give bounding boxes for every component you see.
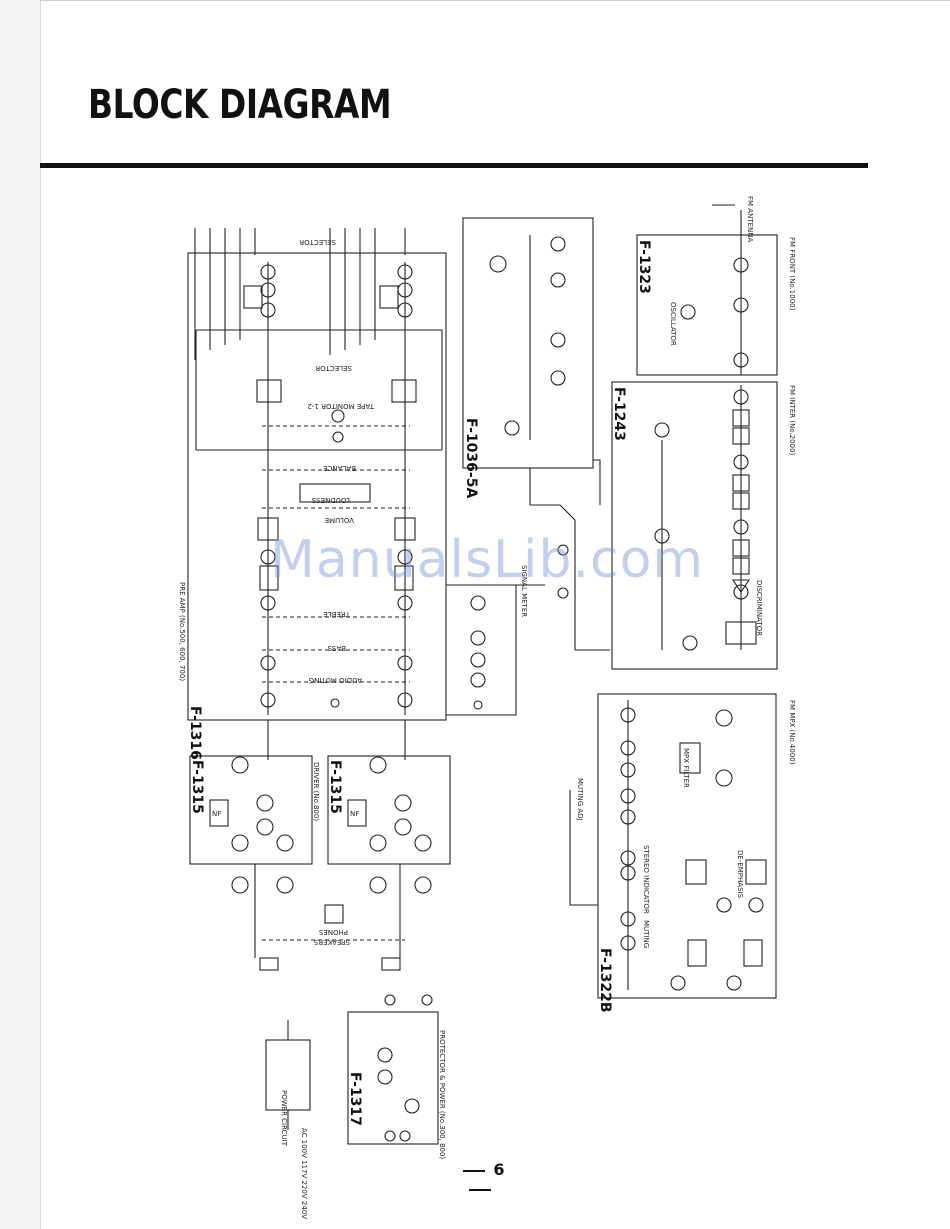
label-fm-antenna: FM ANTENNA	[746, 196, 754, 242]
label-loudness: LOUDNESS	[311, 496, 350, 504]
caption-pre-amp: PRE AMP (No.500, 600, 700)	[178, 582, 186, 681]
label-speakers: SPEAKERS	[313, 938, 350, 946]
label-discriminator: DISCRIMINATOR	[755, 580, 763, 636]
title-rule	[40, 163, 868, 168]
top-border-line	[40, 0, 950, 1]
board-label-f1315-left: F-1315	[189, 760, 205, 814]
board-outline-1315-right	[327, 755, 451, 865]
label-deemphasis: DE-EMPHASIS	[736, 850, 744, 899]
label-treble: TREBLE	[323, 610, 351, 618]
board-label-f1315-right: F-1315	[327, 760, 343, 814]
label-stereo-indicator: STEREO INDICATOR	[642, 845, 650, 914]
board-outline-1243	[611, 381, 778, 670]
label-tape-monitor: TAPE MONITOR 1-2	[307, 402, 375, 410]
label-bass: BASS	[327, 644, 346, 652]
label-selector-mid: SELECTOR	[315, 364, 352, 372]
speaker-output-network	[254, 864, 405, 971]
board-label-f1316: F-1316	[187, 706, 203, 760]
board-label-f1322b: F-1322B	[597, 948, 613, 1013]
caption-driver: DRIVER (No.800)	[312, 762, 320, 821]
label-audio-muting: AUDIO MUTING	[309, 676, 362, 684]
label-muting-adj: MUTING ADJ	[576, 778, 584, 821]
board-label-f1243: F-1243	[611, 387, 627, 441]
watermark: ManualsLib.com	[270, 530, 705, 590]
board-label-f1317: F-1317	[347, 1072, 363, 1126]
board-label-f1323: F-1323	[636, 240, 652, 294]
caption-fm-front: FM FRONT (No.1000)	[788, 237, 796, 311]
selector-frame	[195, 329, 443, 451]
label-nf-left: NF	[212, 810, 221, 818]
caption-fm-mpx: FM MPX (No.4000)	[788, 700, 796, 765]
label-muting: MUTING	[642, 920, 650, 948]
page-binding-margin	[0, 0, 41, 1229]
label-oscillator: OSCILLATOR	[669, 302, 677, 346]
label-balance: BALANCE	[323, 464, 356, 472]
board-outline-1317	[347, 1011, 439, 1145]
label-phones: PHONES	[318, 928, 348, 936]
label-nf-right: NF	[350, 810, 359, 818]
muting-side-chain	[446, 584, 517, 716]
board-outline-1322b	[597, 693, 777, 999]
label-mpx-filter: MPX FILTER	[682, 748, 690, 788]
label-signal-meter: SIGNAL METER	[520, 565, 528, 617]
page-number: 6	[440, 1160, 520, 1198]
left-channel-chain	[243, 262, 417, 715]
caption-protector: PROTECTOR & POWER (No.300, 800)	[438, 1030, 446, 1159]
board-outline-1036	[462, 217, 594, 469]
input-jack-lines	[194, 228, 406, 360]
label-power-circuit: POWER CIRCUIT	[280, 1090, 288, 1147]
board-outline-1323	[636, 234, 778, 376]
board-outline-pre-amp	[187, 252, 447, 721]
caption-fm-inter: FM INTER (No.2000)	[788, 385, 796, 456]
page-title: BLOCK DIAGRAM	[88, 82, 392, 128]
pre-amp-transistors	[260, 264, 413, 708]
label-volume: VOLUME	[325, 516, 354, 524]
label-ac-lines: AC 100V 117V 220V 240V	[300, 1128, 308, 1219]
board-label-f1036: F-1036-5A	[463, 418, 479, 498]
board-outline-1315-left	[189, 755, 313, 865]
label-selector-top: SELECTOR	[299, 238, 336, 246]
